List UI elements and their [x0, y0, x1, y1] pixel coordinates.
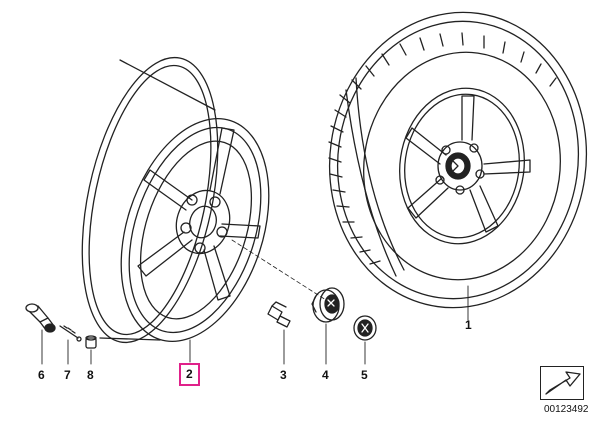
part-number-1[interactable]: 1	[465, 318, 472, 332]
rim-drawing	[81, 56, 270, 344]
highlight-box	[179, 363, 200, 386]
part-number-8[interactable]: 8	[87, 368, 94, 382]
wheel-bolt-drawing	[267, 301, 291, 328]
part-number-3[interactable]: 3	[280, 368, 287, 382]
valve-insert-drawing	[59, 325, 82, 342]
part-number-5[interactable]: 5	[361, 368, 368, 382]
catalog-arrow-box	[540, 366, 584, 400]
hub-cap-drawing	[311, 287, 345, 323]
part-number-2[interactable]: 2	[186, 367, 193, 381]
valve-cap-drawing	[85, 335, 97, 349]
part-number-6[interactable]: 6	[38, 368, 45, 382]
emblem-drawing	[353, 315, 377, 341]
catalog-number: 00123492	[544, 404, 589, 415]
part-number-7[interactable]: 7	[64, 368, 71, 382]
catalog-arrow-icon	[545, 371, 581, 395]
complete-wheel-drawing	[328, 11, 588, 309]
valve-drawing	[25, 303, 56, 333]
part-number-4[interactable]: 4	[322, 368, 329, 382]
